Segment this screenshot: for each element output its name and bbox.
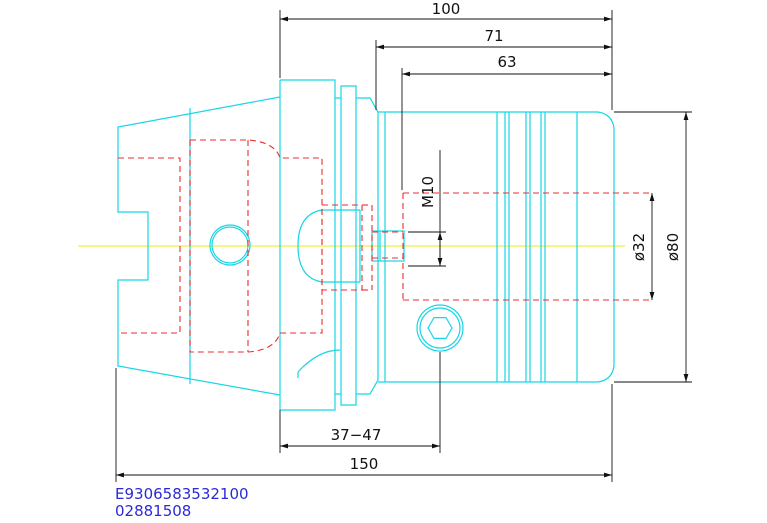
taper-shank — [117, 80, 281, 410]
dim-71: 71 — [375, 27, 612, 110]
flange — [280, 79, 379, 411]
dim-overall-top: 100 — [279, 0, 613, 110]
main-body — [378, 111, 615, 383]
cross-hole — [209, 224, 251, 266]
order-number: 02881508 — [115, 502, 192, 520]
dim-150-label: 150 — [350, 455, 379, 473]
dim-63-label: 63 — [497, 53, 516, 71]
dim-71-label: 71 — [484, 27, 503, 45]
dim-overall-bottom: 150 — [115, 368, 613, 482]
dim-37-47-label: 37−47 — [331, 426, 382, 444]
dim-m10-label: M10 — [419, 176, 437, 208]
dim-100-label: 100 — [432, 0, 461, 18]
dim-bore-diameter: ø32 — [630, 193, 655, 300]
dim-d80-label: ø80 — [664, 233, 682, 261]
dim-adjust-range: 37−47 — [279, 352, 441, 453]
hex-socket-screw-icon — [416, 304, 464, 352]
dim-thread: M10 — [408, 150, 446, 267]
dim-outer-diameter: ø80 — [614, 111, 692, 383]
dim-d32-label: ø32 — [630, 233, 648, 261]
hidden-internal-lines — [118, 139, 650, 353]
article-code: E9306583532100 — [115, 485, 249, 503]
dim-63: 63 — [401, 53, 612, 190]
